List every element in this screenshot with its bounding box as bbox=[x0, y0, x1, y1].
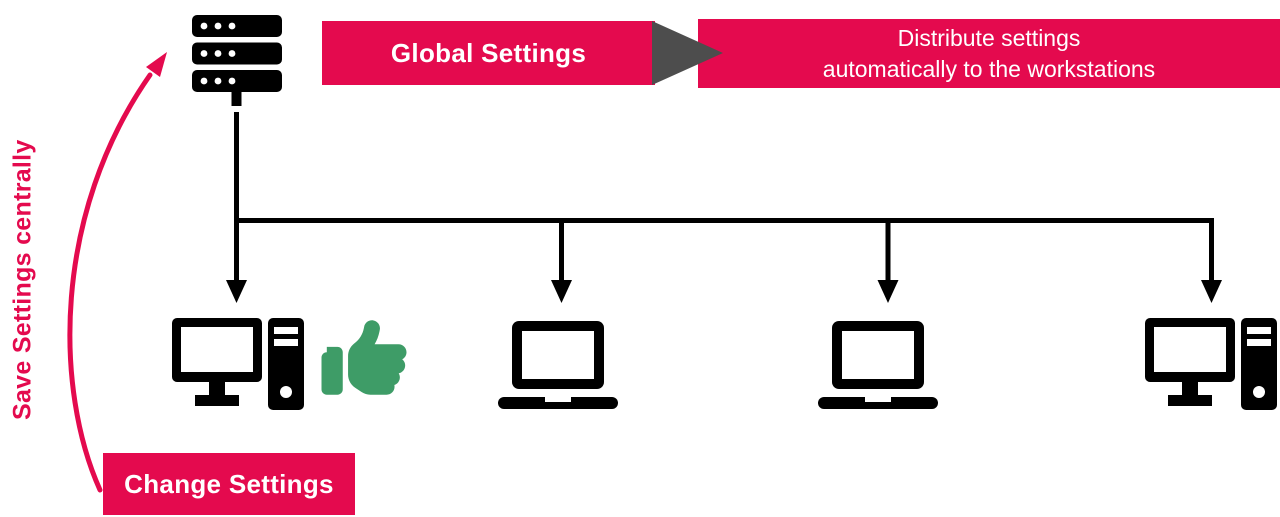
thumbs-up-icon bbox=[321, 320, 407, 395]
change-settings-label: Change Settings bbox=[124, 468, 334, 499]
distribute-settings-line2: automatically to the workstations bbox=[822, 55, 1156, 82]
arrow-down-icon bbox=[1201, 280, 1222, 303]
laptop-icon bbox=[498, 321, 618, 409]
global-settings-banner: Global Settings bbox=[322, 21, 655, 85]
save-settings-centrally-label: Save Settings centrally bbox=[8, 139, 37, 421]
change-to-server-curve bbox=[67, 72, 153, 493]
server-icon bbox=[192, 15, 282, 106]
desktop-computer-icon bbox=[1145, 318, 1277, 410]
desktop-computer-icon bbox=[172, 318, 304, 410]
arrow-down-icon bbox=[551, 280, 572, 303]
global-settings-label: Global Settings bbox=[390, 37, 587, 68]
distribute-settings-banner: Distribute settings automatically to the… bbox=[698, 19, 1280, 88]
right-triangle-arrow-icon bbox=[652, 21, 723, 85]
arrow-down-icon bbox=[877, 280, 899, 303]
distribute-settings-line1: Distribute settings bbox=[897, 24, 1081, 51]
laptop-icon bbox=[818, 321, 938, 409]
arrow-down-icon bbox=[226, 280, 247, 303]
curve-arrowhead-icon bbox=[146, 52, 167, 77]
change-settings-banner: Change Settings bbox=[103, 453, 355, 515]
